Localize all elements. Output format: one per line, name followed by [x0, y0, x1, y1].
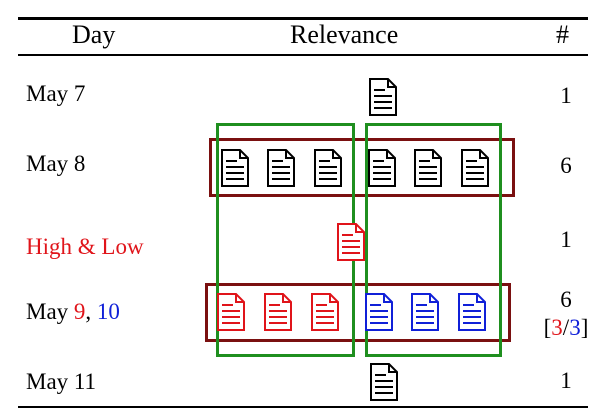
header-relevance: Relevance [290, 20, 399, 49]
document-icon [216, 292, 246, 332]
header-count: # [556, 20, 569, 49]
count-row-5: 1 [560, 368, 572, 393]
document-icon [266, 148, 296, 188]
document-icon [410, 292, 440, 332]
document-icon [310, 292, 340, 332]
group-box-may-9-10 [205, 283, 511, 342]
document-icon [460, 148, 490, 188]
day-high-low: High & Low [26, 234, 144, 259]
document-icon [368, 77, 398, 117]
day-may-8: May 8 [26, 151, 86, 176]
document-icon [369, 362, 399, 402]
document-icon [336, 222, 366, 262]
day-may-9-10: May 9, 10 [26, 298, 120, 326]
cluster-box-right [365, 123, 502, 357]
document-icon [220, 148, 250, 188]
day-may-11: May 11 [26, 369, 97, 394]
count-split: [3/3] [542, 314, 590, 342]
header-day: Day [72, 20, 116, 49]
bottom-rule [18, 406, 588, 408]
top-rule [18, 17, 588, 20]
document-icon [457, 292, 487, 332]
split-slash: / [562, 315, 570, 340]
split-open: [ [543, 315, 552, 340]
count-row-2: 6 [560, 153, 572, 178]
document-icon [313, 148, 343, 188]
group-box-may-8 [209, 138, 515, 197]
header-rule [18, 54, 588, 56]
document-icon [364, 292, 394, 332]
count-row-3: 1 [560, 227, 572, 252]
count-row-4: 6 [560, 287, 572, 312]
document-icon [413, 148, 443, 188]
document-icon [263, 292, 293, 332]
split-a: 3 [551, 315, 563, 340]
day-10: 10 [96, 299, 120, 324]
day-9: 9 [73, 299, 86, 324]
day-prefix: May [26, 299, 74, 324]
day-sep: , [85, 299, 97, 324]
document-icon [367, 148, 397, 188]
split-close: ] [580, 315, 589, 340]
day-may-7: May 7 [26, 81, 86, 106]
split-b: 3 [569, 315, 581, 340]
count-row-1: 1 [560, 83, 572, 108]
